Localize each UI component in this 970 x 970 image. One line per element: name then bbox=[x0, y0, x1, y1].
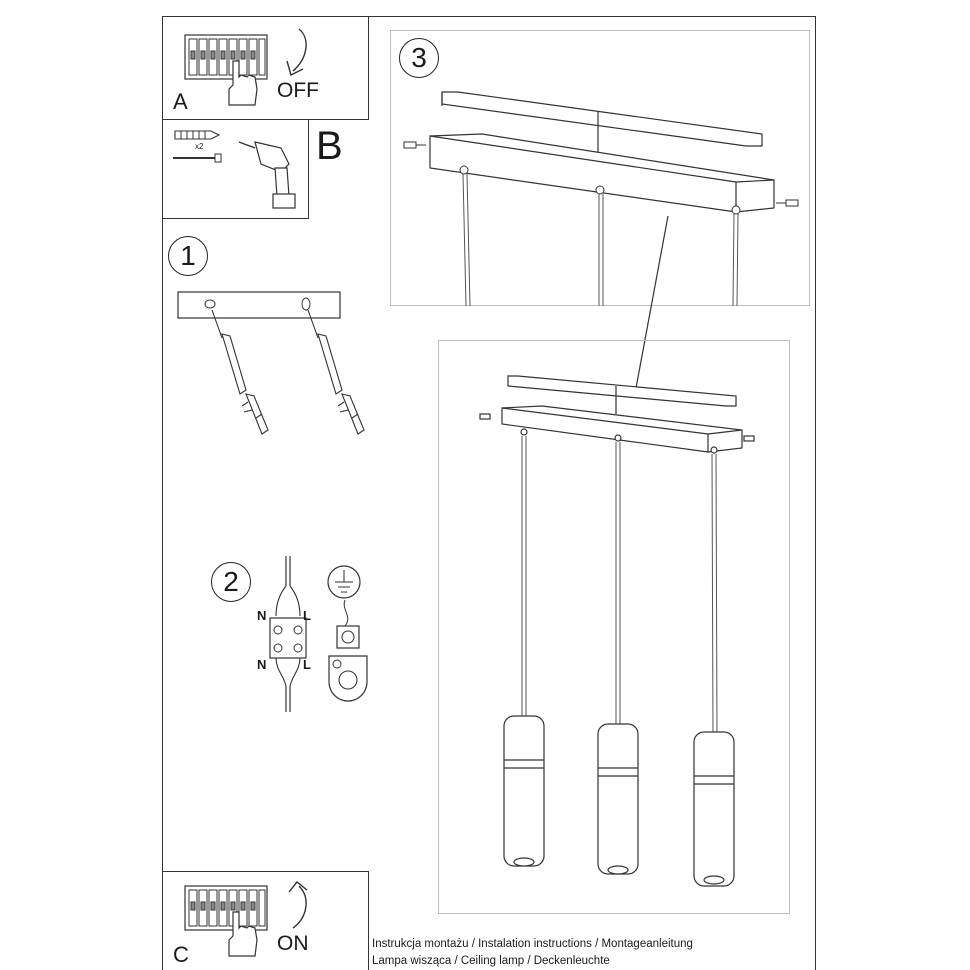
neutral-label-bottom: N bbox=[257, 657, 267, 672]
pendant-shade-center bbox=[597, 723, 639, 875]
panel-b-letter: B bbox=[316, 124, 343, 168]
hand-icon-c bbox=[228, 911, 258, 957]
step-1-badge: 1 bbox=[168, 236, 208, 276]
ground-symbol-icon bbox=[327, 565, 361, 599]
terminal-block-icon bbox=[269, 556, 307, 712]
panel-a: A OFF bbox=[162, 16, 369, 120]
instruction-sheet-frame bbox=[162, 16, 816, 970]
live-label-top: L bbox=[303, 608, 311, 623]
fuse-box-icon-c bbox=[184, 885, 268, 931]
leader-line bbox=[635, 215, 669, 389]
panel-a-letter: A bbox=[173, 89, 188, 114]
hand-icon bbox=[228, 60, 258, 106]
wall-plug-icon bbox=[174, 130, 221, 140]
pendant-shade-right bbox=[693, 731, 735, 887]
arrow-up-icon bbox=[288, 881, 308, 929]
step-3-panel bbox=[390, 30, 810, 306]
lamp-overview-panel bbox=[438, 340, 790, 914]
panel-b: x2 bbox=[162, 119, 309, 219]
pendant-shade-left bbox=[503, 715, 545, 867]
panel-c: C ON bbox=[162, 871, 369, 970]
ground-clamp-icon bbox=[328, 599, 368, 702]
caption-line-2: Lampa wisząca / Ceiling lamp / Deckenleu… bbox=[372, 955, 610, 967]
canopy-assembly-detail bbox=[403, 91, 799, 307]
step-2-badge: 2 bbox=[211, 562, 251, 602]
on-label: ON bbox=[277, 932, 309, 955]
pendant-lamp-illustration bbox=[479, 375, 755, 887]
screw-icon bbox=[173, 153, 222, 163]
mounting-bracket-drilling bbox=[177, 291, 365, 435]
screw-and-plug-right bbox=[307, 309, 365, 435]
step-3-badge: 3 bbox=[399, 38, 439, 78]
arrow-down-icon bbox=[286, 28, 307, 77]
quantity-label: x2 bbox=[195, 142, 204, 151]
panel-c-letter: C bbox=[173, 942, 189, 967]
drill-icon bbox=[238, 141, 296, 209]
caption-line-1: Instrukcja montażu / Instalation instruc… bbox=[372, 938, 693, 950]
live-label-bottom: L bbox=[303, 657, 311, 672]
fuse-box-icon bbox=[184, 34, 268, 80]
screw-and-plug-left bbox=[211, 309, 269, 435]
off-label: OFF bbox=[277, 79, 319, 102]
neutral-label-top: N bbox=[257, 608, 267, 623]
